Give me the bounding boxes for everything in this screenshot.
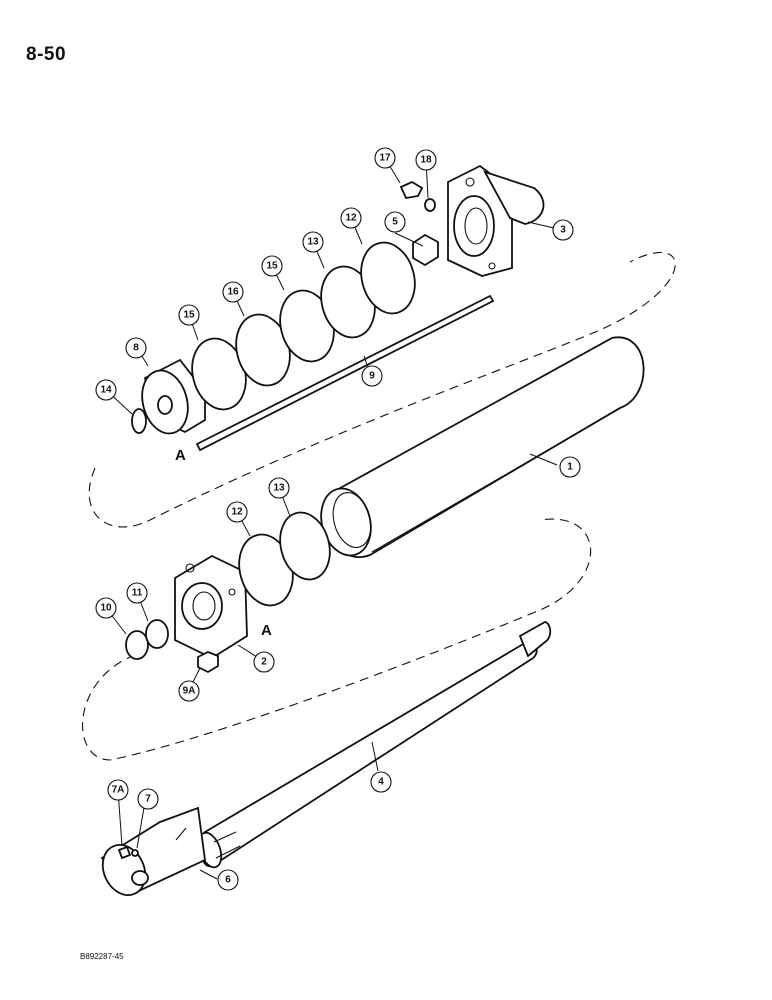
- callout-11: 11: [126, 582, 148, 604]
- cylinder-tube: [320, 336, 645, 558]
- svg-text:8: 8: [133, 343, 139, 354]
- svg-text:12: 12: [231, 507, 243, 518]
- callout-17: 17: [374, 147, 396, 169]
- svg-text:6: 6: [225, 875, 231, 886]
- svg-text:13: 13: [273, 483, 285, 494]
- assembly-loop-lower: [82, 518, 592, 761]
- callout-5: 5: [384, 211, 406, 233]
- svg-text:7: 7: [145, 794, 151, 805]
- rod-clevis: [100, 806, 206, 897]
- piston-rod: [197, 621, 552, 869]
- page-number: 8-50: [26, 44, 67, 65]
- callout-18: 18: [415, 149, 437, 171]
- setscrew-7a: [117, 845, 132, 860]
- callout-13-upper: 13: [302, 231, 324, 253]
- base-end-cap: [447, 164, 545, 277]
- reference-code: B892287-45: [80, 952, 124, 961]
- svg-text:18: 18: [420, 155, 432, 166]
- svg-text:16: 16: [227, 287, 239, 298]
- assembly-loop-upper: [88, 251, 676, 528]
- callout-1: 1: [559, 456, 581, 478]
- ball-7: [131, 849, 139, 857]
- callout-8: 8: [125, 337, 147, 359]
- fitting-17: [399, 180, 424, 200]
- callout-14: 14: [95, 379, 117, 401]
- svg-text:13: 13: [307, 237, 319, 248]
- piston: [141, 358, 206, 435]
- svg-text:11: 11: [132, 588, 143, 599]
- nut-9a: [197, 651, 219, 674]
- callout-16: 16: [222, 281, 244, 303]
- callout-9a: 9A: [178, 680, 200, 702]
- callout-15-a: 15: [178, 304, 200, 326]
- seal-10: [125, 630, 149, 660]
- svg-text:15: 15: [266, 261, 278, 272]
- tie-rod: [195, 294, 495, 452]
- svg-text:17: 17: [379, 153, 391, 164]
- svg-text:14: 14: [100, 385, 112, 396]
- callout-4: 4: [370, 771, 392, 793]
- view-marker-a-upper: A: [175, 447, 186, 464]
- svg-text:9A: 9A: [183, 686, 196, 697]
- svg-text:2: 2: [261, 657, 267, 668]
- callout-15-b: 15: [261, 255, 283, 277]
- svg-text:1: 1: [567, 462, 573, 473]
- callout-9: 9: [361, 365, 383, 387]
- o-ring-13-lower: [279, 511, 331, 581]
- nut-5: [412, 233, 439, 267]
- callout-12-upper: 12: [340, 207, 362, 229]
- snap-ring-14: [131, 408, 147, 434]
- svg-text:3: 3: [560, 225, 566, 236]
- ring-12-upper: [360, 241, 416, 315]
- svg-text:5: 5: [392, 217, 398, 228]
- svg-text:10: 10: [100, 603, 112, 614]
- callout-12-lower: 12: [226, 501, 248, 523]
- svg-text:9: 9: [369, 371, 375, 382]
- callout-2: 2: [253, 651, 275, 673]
- svg-text:4: 4: [378, 777, 384, 788]
- callout-7a: 7A: [107, 779, 129, 801]
- callout-3: 3: [552, 219, 574, 241]
- callout-7: 7: [137, 788, 159, 810]
- washer-18: [424, 198, 436, 212]
- svg-text:7A: 7A: [112, 785, 125, 796]
- svg-text:15: 15: [183, 310, 195, 321]
- view-marker-a-lower: A: [261, 622, 272, 639]
- callout-10: 10: [95, 597, 117, 619]
- callout-6: 6: [217, 869, 239, 891]
- head-end-cap: [174, 554, 248, 660]
- svg-text:12: 12: [345, 213, 357, 224]
- callout-13-lower: 13: [268, 477, 290, 499]
- seal-11: [145, 619, 169, 649]
